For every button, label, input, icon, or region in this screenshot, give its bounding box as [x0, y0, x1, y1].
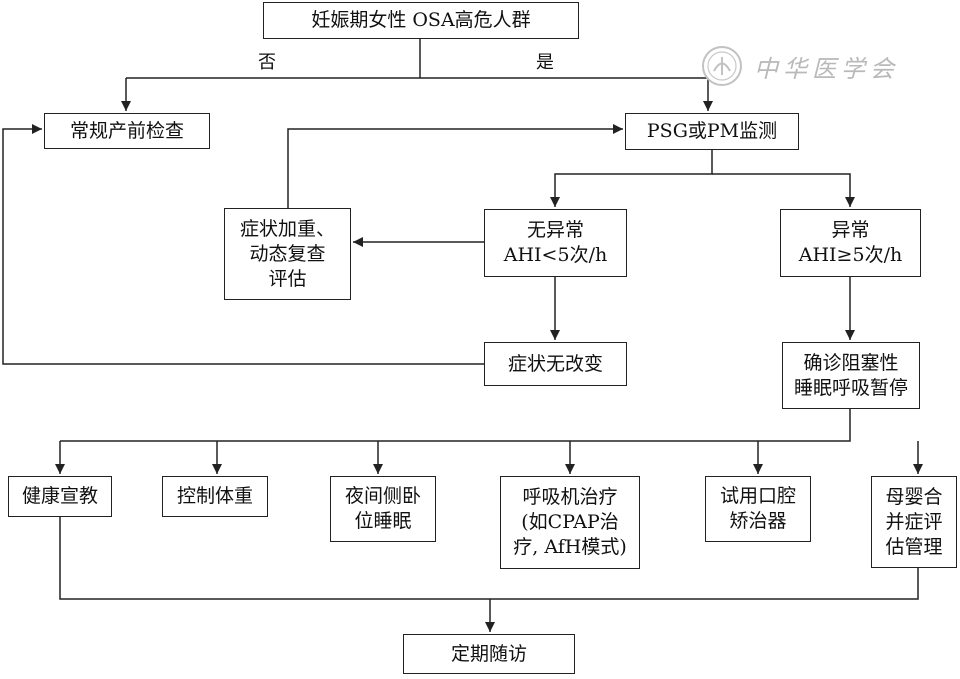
node-ventilator: 呼吸机治疗 (如CPAP治 疗, AfH模式) [500, 476, 640, 569]
seal-logo-icon [702, 46, 742, 86]
node-oral: 试用口腔 矫治器 [705, 476, 811, 542]
connector-merge-health [59, 517, 919, 600]
label-no: 否 [258, 52, 276, 73]
node-diagnosis: 确诊阻塞性 睡眠呼吸暂停 [782, 342, 920, 409]
node-psg: PSG或PM监测 [625, 113, 799, 150]
arrow-worse-psg [287, 124, 623, 208]
label-yes: 是 [536, 52, 554, 73]
connector-diagnosis-bus [60, 409, 851, 442]
node-weight: 控制体重 [162, 476, 268, 517]
arrow-psg-abnormal [712, 173, 855, 207]
node-abnormal: 异常 AHI≥5次/h [780, 209, 921, 277]
node-normal: 无异常 AHI<5次/h [484, 209, 627, 277]
connector-psg-split [550, 150, 713, 207]
node-health-edu: 健康宣教 [8, 476, 112, 517]
watermark-logo: 中华医学会 [700, 44, 899, 88]
node-complication: 母婴合 并症评 估管理 [871, 476, 957, 568]
node-start: 妊娠期女性 OSA高危人群 [263, 2, 579, 39]
node-routine: 常规产前检查 [44, 113, 210, 149]
node-symptom-worse: 症状加重、 动态复查 评估 [224, 208, 351, 300]
arrow-nochange-routine [2, 124, 484, 365]
watermark-text: 中华医学会 [754, 54, 899, 83]
node-no-change: 症状无改变 [484, 342, 627, 386]
node-followup: 定期随访 [403, 634, 575, 674]
node-side-sleep: 夜间侧卧 位睡眠 [330, 476, 436, 542]
